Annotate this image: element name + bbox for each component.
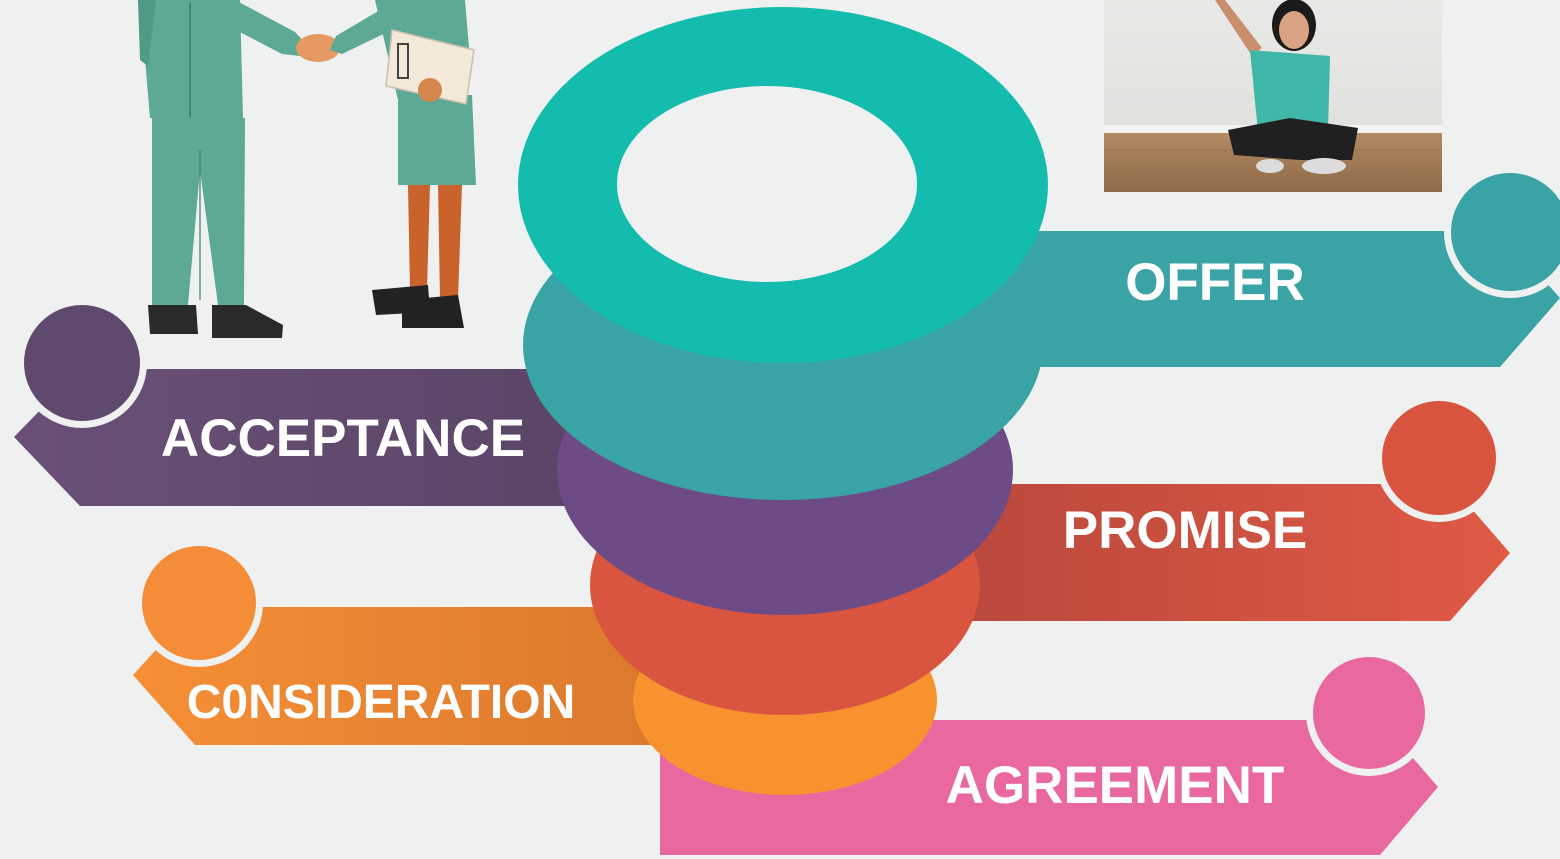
consideration-banner: C0NSIDERATION bbox=[133, 539, 680, 745]
funnel-hole bbox=[617, 86, 917, 282]
offer-label: OFFER bbox=[1125, 253, 1305, 312]
funnel bbox=[518, 7, 1048, 855]
offer-banner: OFFER bbox=[1000, 166, 1560, 367]
consideration-label: C0NSIDERATION bbox=[187, 676, 575, 729]
promise-arrow bbox=[930, 484, 1510, 621]
agreement-label: AGREEMENT bbox=[946, 756, 1285, 815]
offer-dot bbox=[1451, 173, 1560, 291]
man-figure bbox=[138, 0, 308, 338]
promise-dot bbox=[1382, 401, 1496, 515]
promise-label: PROMISE bbox=[1063, 501, 1307, 560]
consideration-dot bbox=[142, 546, 256, 660]
handshake-hands bbox=[296, 34, 340, 62]
consideration-arrow bbox=[133, 607, 680, 745]
handshake-illustration bbox=[138, 0, 476, 338]
acceptance-dot bbox=[24, 305, 140, 421]
promise-banner: PROMISE bbox=[930, 394, 1510, 621]
acceptance-label: ACCEPTANCE bbox=[161, 409, 525, 468]
woman-sitting-photo bbox=[1104, 0, 1442, 192]
acceptance-arrow bbox=[14, 369, 610, 506]
acceptance-banner: ACCEPTANCE bbox=[14, 298, 610, 506]
offer-arrow bbox=[1000, 231, 1560, 367]
woman-figure bbox=[330, 0, 476, 328]
agreement-dot bbox=[1313, 657, 1425, 769]
